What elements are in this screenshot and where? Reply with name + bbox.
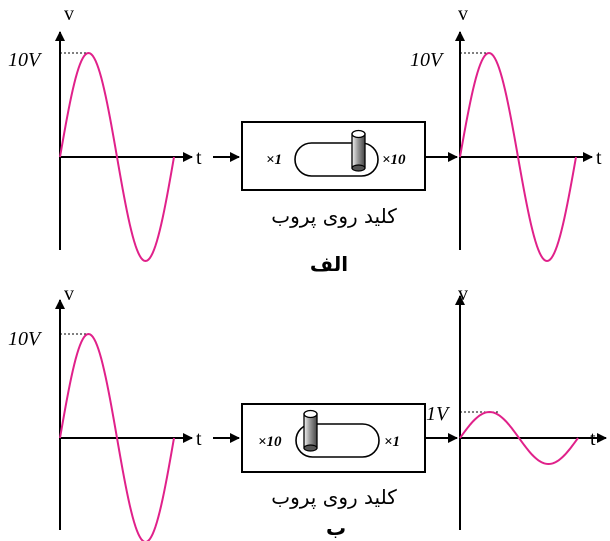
input-graph-a: v t 10V — [8, 3, 202, 263]
t-axis-label: t — [590, 428, 596, 450]
v-axis-label: v — [458, 283, 468, 305]
amplitude-label: 10V — [8, 328, 43, 350]
input-sine-wave — [59, 332, 175, 541]
probe-left-label: ×1 — [266, 152, 282, 168]
probe-caption: کلید روی پروب — [271, 485, 397, 510]
t-axis-label: t — [596, 147, 602, 169]
v-axis-label: v — [64, 283, 74, 305]
input-sine-wave — [59, 51, 175, 263]
output-graph-a: v t 10V — [410, 3, 602, 263]
probe-left-label: ×10 — [258, 434, 282, 450]
v-axis-label: v — [458, 3, 468, 25]
switch-knob[interactable] — [351, 129, 366, 172]
output-graph-b: v t 1V — [426, 283, 607, 530]
probe-right-label: ×1 — [384, 434, 400, 450]
v-axis-label: v — [64, 3, 74, 25]
probe-caption: کلید روی پروب — [271, 204, 397, 229]
t-axis-label: t — [196, 147, 202, 169]
amplitude-label: 10V — [8, 49, 43, 71]
part-caption: ب — [326, 516, 346, 540]
part-a: v t 10V ×1 ×10 کلید روی پروب الف — [8, 3, 602, 276]
probe-right-label: ×10 — [382, 152, 406, 168]
part-caption: الف — [310, 252, 348, 276]
t-axis-label: t — [196, 428, 202, 450]
output-sine-wave — [459, 51, 577, 263]
part-b: v t 10V ×10 ×1 کلید روی پروب ب — [8, 283, 607, 541]
amplitude-label: 1V — [426, 403, 451, 425]
amplitude-label: 10V — [410, 49, 445, 71]
switch-knob[interactable] — [303, 409, 318, 452]
input-graph-b: v t 10V — [8, 283, 202, 541]
probe-switch-box-a: ×1 ×10 — [241, 121, 426, 191]
output-sine-wave — [459, 410, 579, 466]
probe-switch-box-b: ×10 ×1 — [241, 403, 426, 473]
